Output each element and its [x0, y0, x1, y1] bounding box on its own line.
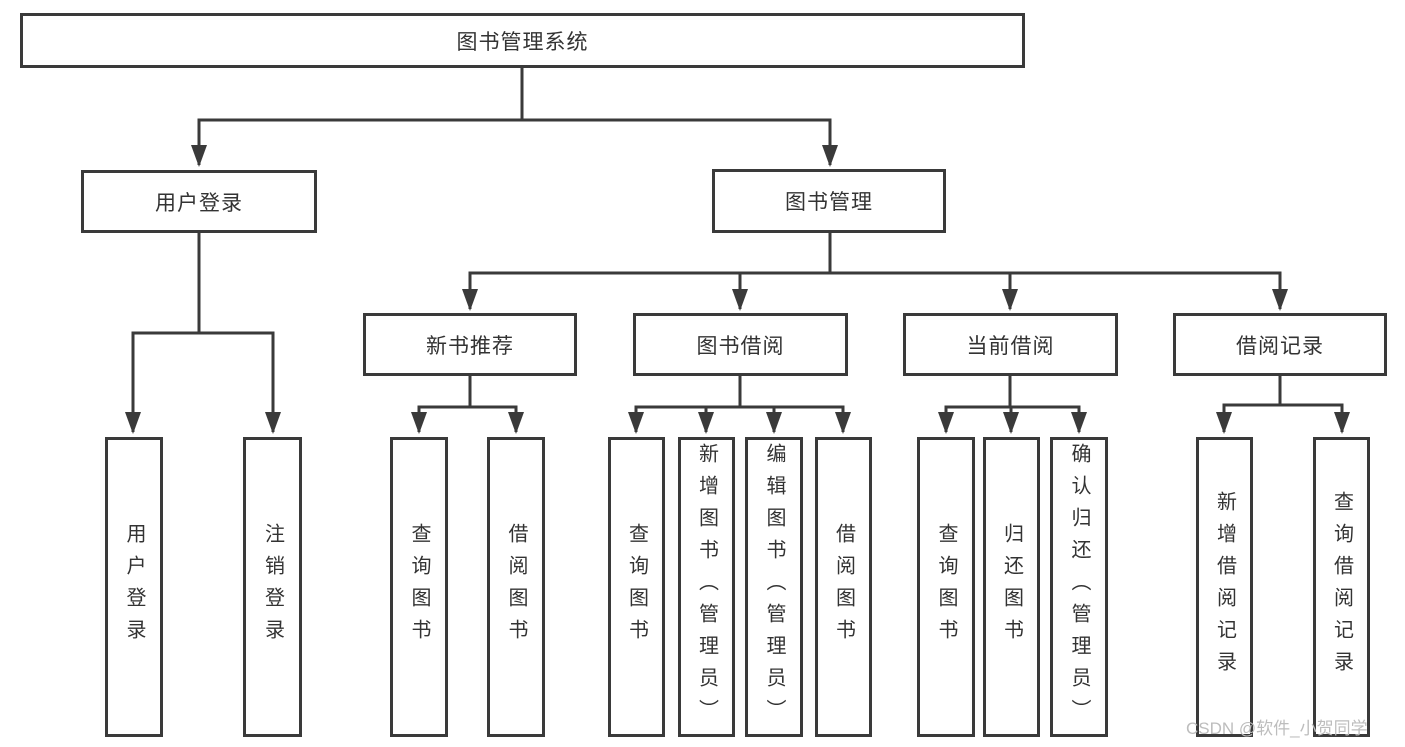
leaf-current-query-book-label: 查询图书	[935, 523, 957, 651]
leaf-recommend-query-book: 查询图书	[390, 437, 448, 737]
node-borrow-record-label: 借阅记录	[1236, 334, 1324, 358]
leaf-borrow-query-book: 查询图书	[608, 437, 665, 737]
node-book-borrow-label: 图书借阅	[696, 334, 785, 358]
node-root-label: 图书管理系统	[456, 30, 589, 54]
leaf-borrow-add-book: 新增图书（管理员）	[678, 437, 735, 737]
leaf-record-query: 查询借阅记录	[1313, 437, 1370, 737]
node-current-borrow-label: 当前借阅	[966, 334, 1055, 358]
leaf-record-query-label: 查询借阅记录	[1330, 491, 1353, 683]
leaf-record-add: 新增借阅记录	[1196, 437, 1253, 737]
leaf-current-return-book: 归还图书	[983, 437, 1040, 737]
leaf-borrow-borrow-book-label: 借阅图书	[832, 523, 855, 651]
leaf-logout-label: 注销登录	[261, 523, 284, 651]
leaf-user-login: 用户登录	[105, 437, 163, 737]
node-book-borrow: 图书借阅	[633, 313, 848, 376]
leaf-current-confirm-return: 确认归还（管理员）	[1050, 437, 1108, 737]
leaf-recommend-query-book-label: 查询图书	[408, 523, 430, 651]
leaf-record-add-label: 新增借阅记录	[1213, 491, 1236, 683]
leaf-borrow-edit-book-label: 编辑图书（管理员）	[763, 443, 785, 731]
node-new-book-recommend: 新书推荐	[363, 313, 577, 376]
leaf-borrow-edit-book: 编辑图书（管理员）	[745, 437, 803, 737]
node-borrow-record: 借阅记录	[1173, 313, 1387, 376]
leaf-borrow-add-book-label: 新增图书（管理员）	[695, 443, 718, 731]
leaf-logout: 注销登录	[243, 437, 302, 737]
csdn-watermark: CSDN @软件_小贺同学	[1186, 719, 1368, 738]
node-book-management-label: 图书管理	[785, 191, 873, 214]
leaf-current-query-book: 查询图书	[917, 437, 975, 737]
node-current-borrow: 当前借阅	[903, 313, 1118, 376]
node-book-management: 图书管理	[712, 169, 946, 233]
leaf-recommend-borrow-book: 借阅图书	[487, 437, 545, 737]
leaf-user-login-label: 用户登录	[123, 523, 145, 651]
leaf-current-return-book-label: 归还图书	[1000, 523, 1023, 651]
leaf-recommend-borrow-book-label: 借阅图书	[505, 523, 527, 651]
node-root: 图书管理系统	[20, 13, 1025, 68]
leaf-borrow-borrow-book: 借阅图书	[815, 437, 872, 737]
node-new-book-recommend-label: 新书推荐	[426, 334, 514, 358]
leaf-current-confirm-return-label: 确认归还（管理员）	[1068, 443, 1090, 731]
node-user-login: 用户登录	[81, 170, 317, 233]
leaf-borrow-query-book-label: 查询图书	[625, 523, 648, 651]
node-user-login-label: 用户登录	[155, 191, 243, 215]
